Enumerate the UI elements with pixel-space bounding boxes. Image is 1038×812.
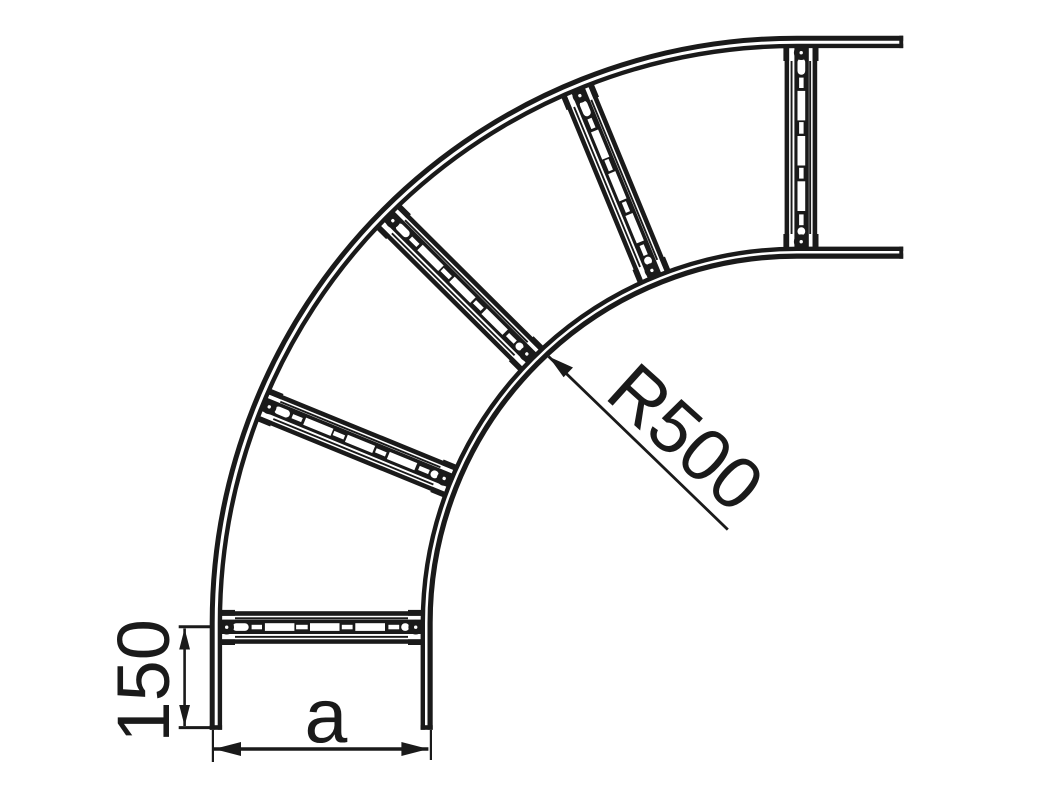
svg-text:150: 150 bbox=[102, 619, 185, 742]
svg-text:a: a bbox=[304, 673, 347, 759]
